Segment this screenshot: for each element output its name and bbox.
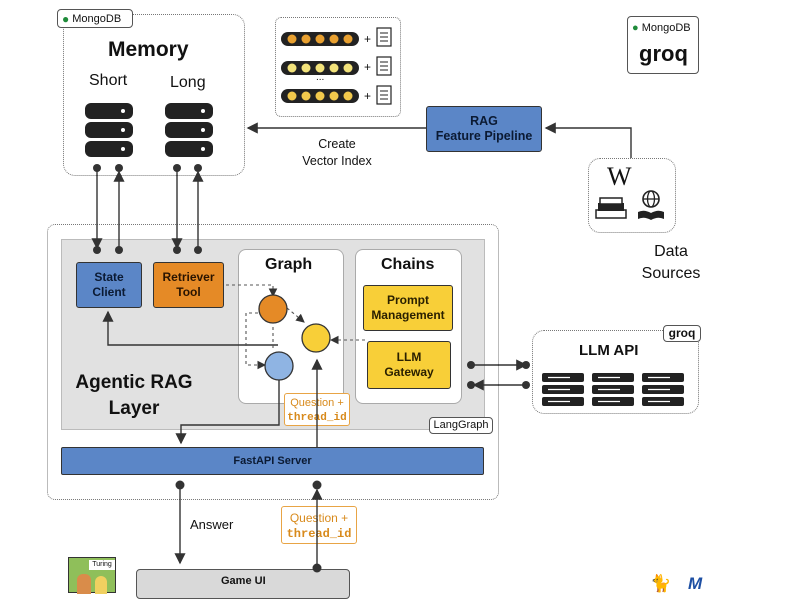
agentic-rag-layer-title: Agentic RAG Layer <box>75 372 193 419</box>
state-client: State Client <box>76 262 142 308</box>
rag-feature-pipeline: RAG Feature Pipeline <box>426 106 542 152</box>
vector-index-panel <box>275 17 401 117</box>
langgraph-badge: LangGraph <box>429 417 493 434</box>
chains-title: Chains <box>381 256 435 273</box>
fastapi-server: FastAPI Server <box>61 447 484 475</box>
agentic-rag-outer-panel <box>47 224 499 500</box>
short-term-label: Short <box>89 72 128 89</box>
create-vector-index-label: Create Vector Index <box>302 137 372 168</box>
groq-logo: groq <box>639 41 688 66</box>
question-thread-tag-outer: Question + thread_id <box>281 506 357 544</box>
llm-gateway: LLM Gateway <box>367 341 451 389</box>
answer-label: Answer <box>190 517 234 532</box>
groq-badge: groq <box>663 325 701 342</box>
vector-plus-1: + <box>364 32 372 46</box>
mongodb-leaf-icon: ● <box>62 11 70 26</box>
server-rack-icons <box>542 373 684 406</box>
mongodb-logo-text: MongoDB <box>641 22 691 34</box>
question-tag-line1: Question + <box>290 397 344 409</box>
llm-api-title: LLM API <box>579 342 639 359</box>
game-thumbnail-character-2 <box>95 576 107 594</box>
question-tag-line2: thread_id <box>287 412 347 424</box>
memory-title: Memory <box>108 38 189 61</box>
game-thumbnail-image: Turing <box>68 557 116 594</box>
turing-label: Turing <box>92 561 112 568</box>
memory-panel <box>63 14 245 176</box>
vector-embeddings-icon <box>281 27 392 105</box>
question-tag-outer-line2: thread_id <box>286 527 352 541</box>
books-icon <box>595 197 627 219</box>
game-thumbnail-character <box>77 574 91 594</box>
short-term-database-icon <box>85 103 133 157</box>
m-logo-icon: M <box>688 574 703 593</box>
retriever-tool: Retriever Tool <box>153 262 224 308</box>
turing-label-box: Turing <box>89 560 115 570</box>
question-tag-outer-line1: Question + <box>289 511 349 525</box>
mongodb-badge: ● MongoDB <box>57 9 133 28</box>
data-sources-panel <box>588 158 676 233</box>
mongodb-leaf-icon: ● <box>632 22 639 34</box>
data-sources-label: Data Sources <box>641 243 701 282</box>
graph-title: Graph <box>265 256 313 273</box>
globe-book-icon <box>638 190 664 220</box>
vector-plus-3: + <box>364 89 372 103</box>
wikipedia-icon: W <box>607 162 632 191</box>
long-term-label: Long <box>170 74 206 91</box>
cat-logo-icon: 🐈 <box>650 574 672 593</box>
mongodb-groq-logos: ● MongoDB groq <box>627 16 699 74</box>
vector-ellipsis: ... <box>316 72 325 83</box>
vector-plus-2: + <box>364 60 372 74</box>
prompt-management: Prompt Management <box>363 285 453 331</box>
mongodb-badge-label: MongoDB <box>72 12 122 25</box>
long-term-database-icon <box>165 103 213 157</box>
game-ui-label: Game UI <box>221 575 266 587</box>
llm-api-panel <box>532 330 699 414</box>
question-thread-tag-inner: Question + thread_id <box>284 393 350 426</box>
